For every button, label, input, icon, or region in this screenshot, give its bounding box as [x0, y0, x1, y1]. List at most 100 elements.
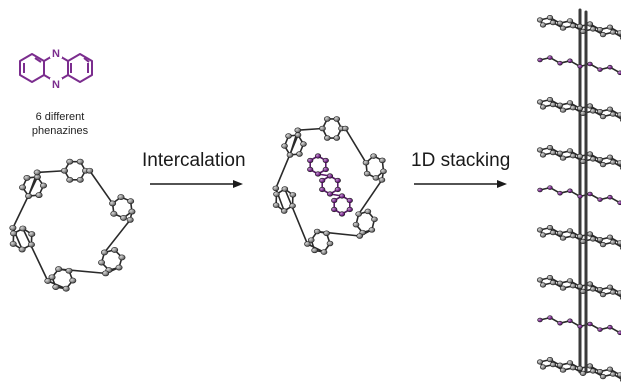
stack-host-atom — [616, 160, 621, 166]
host-atom — [111, 246, 119, 253]
stack-guest-atom — [597, 327, 603, 332]
guest-atom — [326, 191, 334, 197]
phenazine-n-top: N — [52, 48, 60, 60]
host-atom — [28, 231, 36, 237]
guest-atom — [307, 157, 314, 164]
stack-host-atom — [576, 105, 584, 111]
host-atom — [102, 270, 110, 277]
host-atom — [118, 254, 126, 261]
complex-atom — [307, 237, 315, 243]
guest-atom — [322, 166, 329, 173]
stack-host-atom — [549, 102, 557, 108]
stack-host-atom — [576, 23, 584, 29]
stack-host-atom — [566, 228, 574, 234]
stack-host-atom — [539, 22, 547, 28]
phenazine-label-line1: 6 different — [35, 111, 85, 123]
complex-bond — [284, 188, 309, 245]
host-atom — [25, 193, 33, 199]
stack-host-atom — [569, 153, 577, 159]
stack-host-atom — [579, 370, 587, 376]
stack-guest-atom — [587, 321, 593, 327]
stack-host-atom — [586, 363, 594, 369]
phenazine-label: 6 different phenazines — [14, 110, 106, 138]
stack-host-atom — [596, 27, 604, 33]
stack-host-atom — [609, 29, 617, 35]
stack-host-atom — [589, 26, 597, 32]
stack-host-atom — [599, 374, 607, 380]
stack-guest-atom — [547, 315, 553, 320]
stack-host-atom — [546, 357, 554, 363]
stack-host-atom — [596, 109, 604, 115]
stack-host-atom — [539, 282, 547, 288]
stack-host-atom — [566, 148, 574, 154]
arrow-stacking — [414, 180, 507, 188]
stack-host-atom — [546, 97, 554, 103]
stack-host-atom — [616, 290, 621, 296]
stack-guest-atom — [577, 194, 583, 199]
host-atom — [48, 274, 56, 281]
stack-host-atom — [546, 15, 554, 21]
complex-atom — [326, 240, 334, 247]
stack-host-atom — [579, 28, 587, 34]
stack-host-atom — [536, 359, 544, 365]
host-atom — [62, 285, 70, 292]
complex-atom — [313, 228, 321, 235]
stack-host-atom — [566, 278, 574, 284]
host-atom — [23, 174, 31, 181]
stack-host-atom — [569, 105, 577, 111]
stack-host-atom — [539, 232, 547, 238]
stack-host-atom — [569, 283, 577, 289]
stack-guest-atom — [597, 197, 603, 202]
host-atom — [55, 266, 63, 273]
host-atom — [76, 158, 84, 165]
stack-host-atom — [556, 20, 564, 26]
guest-atom — [319, 177, 326, 184]
stack-host-atom — [609, 159, 617, 165]
complex-atom — [363, 170, 371, 177]
stack-guest-atom — [557, 190, 563, 196]
stack-guest-atom — [547, 55, 553, 60]
stack-host-atom — [586, 21, 594, 27]
host-atom — [69, 277, 77, 284]
stack-host-atom — [536, 17, 544, 23]
stack-host-atom — [609, 239, 617, 245]
complex-atom — [300, 141, 307, 147]
stack-host-atom — [559, 25, 567, 31]
host-atom — [60, 167, 68, 174]
complex-atom — [323, 230, 330, 237]
stack-host-atom — [606, 234, 614, 240]
stack-host-atom — [586, 151, 594, 157]
complex-atom — [323, 135, 331, 141]
complex-atom — [311, 247, 318, 254]
complex-atom — [378, 177, 386, 183]
stacking-column — [536, 8, 621, 382]
stack-guest-atom — [537, 187, 543, 193]
stack-host-atom — [539, 152, 547, 158]
guest-atom — [331, 206, 338, 213]
guest-atom — [314, 153, 322, 159]
stack-guest-atom — [577, 324, 583, 329]
stack-host-atom — [569, 233, 577, 239]
stack-host-atom — [616, 240, 621, 246]
stack-host-atom — [559, 155, 567, 161]
stack-host-atom — [576, 153, 584, 159]
complex-atom — [272, 185, 280, 192]
complex-atom — [273, 191, 280, 197]
host-atom — [127, 198, 135, 205]
complex-atom — [368, 227, 376, 233]
complex-atom — [379, 157, 386, 164]
stack-guest-atom — [607, 324, 613, 330]
phenazine-n-top-bg — [50, 47, 62, 58]
host-atom — [66, 158, 74, 165]
stack-guest-atom — [567, 188, 573, 194]
guest-atom — [334, 177, 341, 184]
stack-host-atom — [556, 150, 564, 156]
host-atom — [39, 182, 47, 189]
stack-host-atom — [579, 288, 587, 294]
stack-host-atom — [559, 235, 567, 241]
stack-host-atom — [576, 283, 584, 289]
stack-guest-atom — [567, 318, 573, 324]
host-atom — [27, 241, 35, 248]
complex-atom — [372, 175, 380, 181]
